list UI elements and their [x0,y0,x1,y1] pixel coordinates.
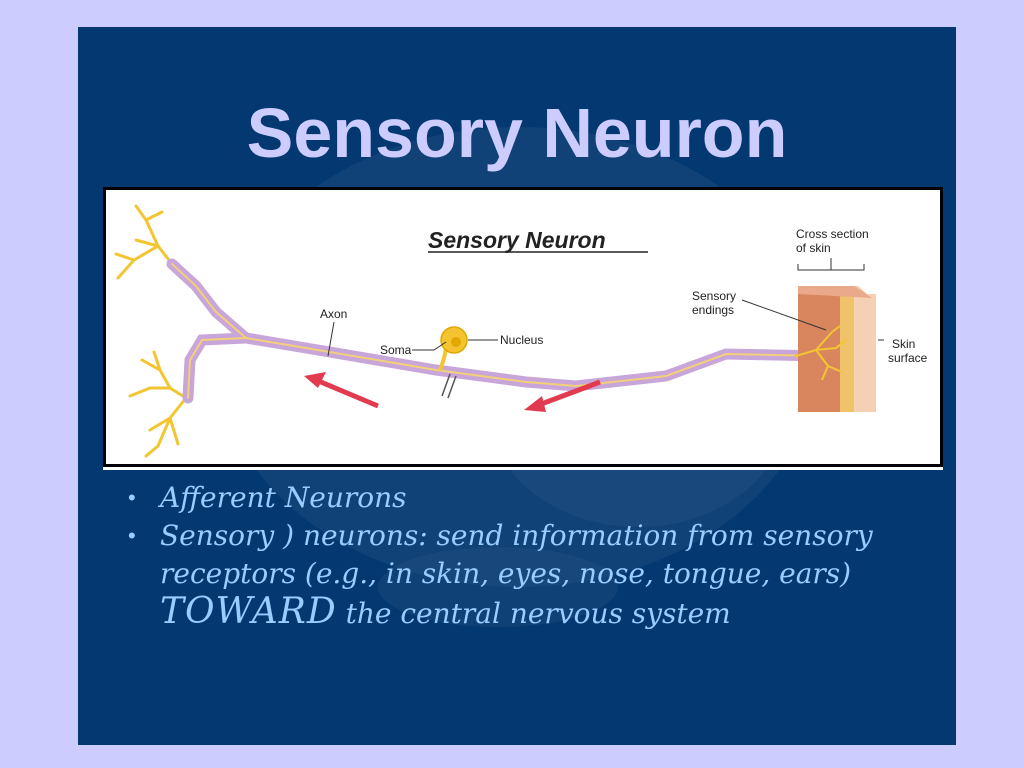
label-cross-section-1: Cross section [796,227,869,241]
neuron-diagram: Sensory Neuron [114,204,928,458]
label-skin-surface-2: surface [888,351,928,365]
sensory-neuron-figure: Sensory Neuron [103,187,943,467]
dendrites-top [114,204,174,280]
bullet-text: Afferent Neurons [160,481,407,514]
bullet-dot: • [128,485,136,510]
axon-break [441,373,457,399]
axon-myelin [166,258,832,404]
bullet-text-end: the central nervous system [336,597,731,630]
label-soma: Soma [380,343,412,357]
bullet-text: Sensory ) neurons: send information from… [160,519,873,590]
label-nucleus: Nucleus [500,333,543,347]
skin-cross-section [795,286,876,412]
label-axon: Axon [320,307,347,321]
bullet-item-afferent: • Afferent Neurons [124,479,924,517]
slide: Sensory Neuron Sensory Neuron [78,27,956,745]
cross-section-bracket [797,258,865,271]
label-sensory-endings-2: endings [692,303,734,317]
label-sensory-endings-1: Sensory [692,289,736,303]
signal-arrows [304,372,601,412]
label-leader-lines [327,299,884,357]
label-cross-section-2: of skin [796,241,831,255]
bullet-dot: • [128,523,136,548]
bullet-item-sensory: • Sensory ) neurons: send information fr… [124,517,924,633]
slide-title: Sensory Neuron [246,94,788,172]
emphasis-toward: TOWARD [160,591,337,632]
soma [438,326,468,371]
dendrites-bottom [128,350,188,458]
bullet-list: • Afferent Neurons • Sensory ) neurons: … [124,479,924,633]
figure-heading: Sensory Neuron [428,227,606,253]
label-skin-surface-1: Skin [892,337,915,351]
